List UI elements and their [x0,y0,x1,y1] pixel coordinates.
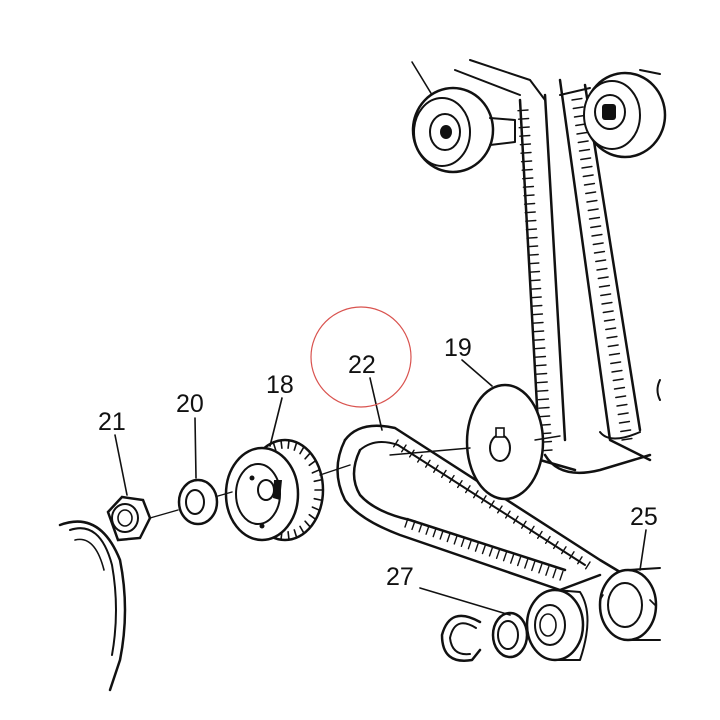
callout-18: 18 [266,371,294,399]
engine-edge-arc [656,379,661,401]
highlight-circle [310,306,412,408]
callout-25: 25 [630,503,658,531]
assembly-axis-line [149,435,561,519]
washer-part-20 [177,478,219,526]
seal-part [525,588,589,662]
callout-27: 27 [386,563,414,591]
callout-22: 22 [348,351,376,379]
idler-pulley-upper-right [559,69,667,159]
idler-pulley-upper-left [411,61,516,174]
callout-20: 20 [176,390,204,418]
flange-part-19 [465,383,545,501]
callout-19: 19 [444,334,472,362]
hub-part-25 [598,567,661,642]
sprocket-part-18 [224,438,325,542]
crank-pulley-edge [58,520,127,692]
leader-lines [114,359,647,616]
timing-belt-part-22 [336,424,622,592]
ring-part-27 [491,611,529,659]
nut-part-21 [106,495,152,542]
circlip-part [440,614,482,662]
callout-21: 21 [98,408,126,436]
